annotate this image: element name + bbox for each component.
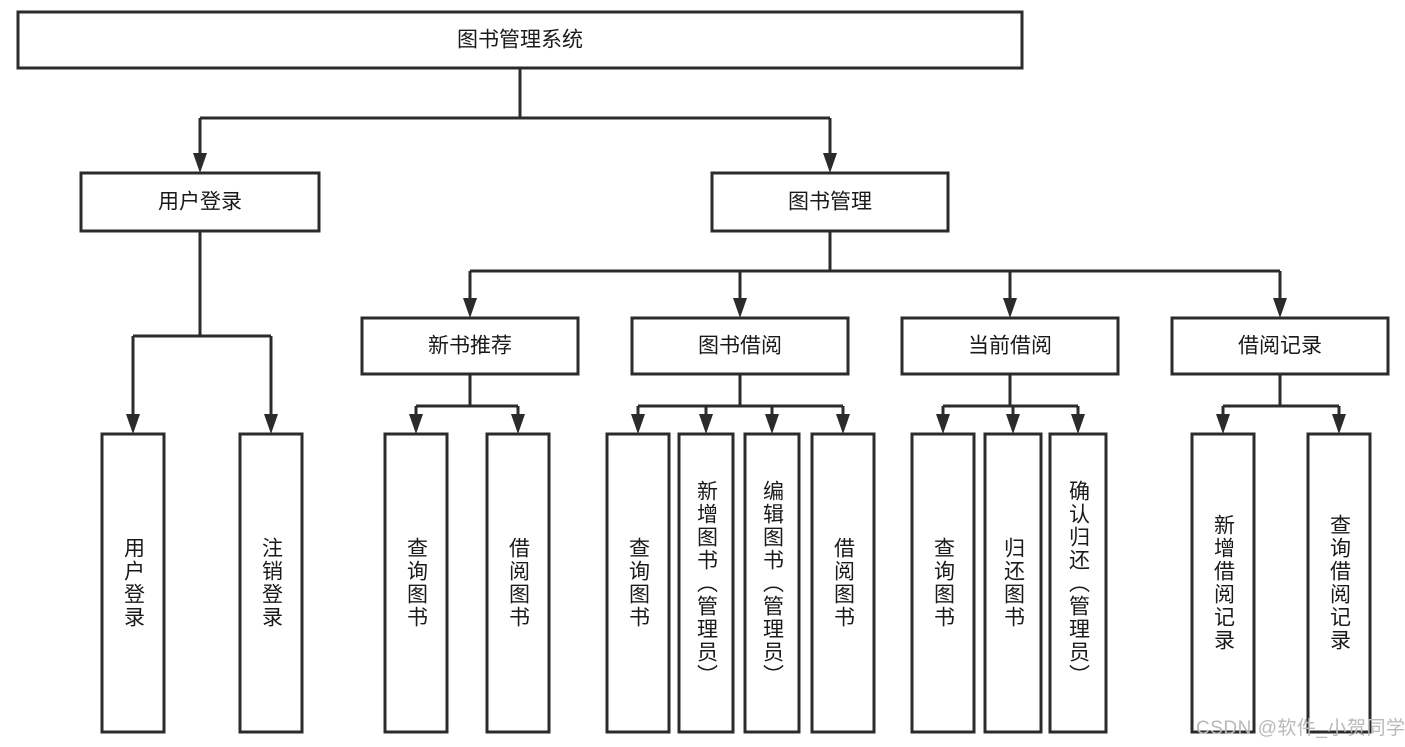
watermark-text: CSDN @软件_小贺同学: [1196, 718, 1405, 739]
node-box-leaf-edit-book: [743, 432, 801, 734]
node-box-leaf-add-book: [677, 432, 735, 734]
node-box-book-manage: [710, 171, 950, 233]
node-label-user-login: 用户登录: [158, 191, 242, 214]
node-label-book-manage: 图书管理: [788, 191, 872, 214]
arrow-head-leaf-user-logout: [264, 414, 278, 434]
node-label-new-book-recommend: 新书推荐: [428, 335, 512, 358]
arrow-head-leaf-edit-book: [765, 414, 779, 434]
arrow-head-book-manage: [823, 153, 837, 173]
node-box-leaf-borrow-book-rec: [485, 432, 551, 734]
node-box-leaf-query-book-rec: [383, 432, 449, 734]
node-box-borrow-record: [1170, 316, 1390, 376]
arrow-head-leaf-add-book: [699, 414, 713, 434]
node-label-root: 图书管理系统: [457, 29, 583, 52]
node-label-book-borrow: 图书借阅: [698, 335, 782, 358]
node-box-leaf-query-book-borrow: [605, 432, 671, 734]
arrow-head-user-login: [193, 153, 207, 173]
arrow-head-borrow-record: [1273, 298, 1287, 318]
arrow-head-new-book-recommend: [463, 298, 477, 318]
node-box-book-borrow: [630, 316, 850, 376]
connector-layer: [126, 68, 1346, 434]
node-box-leaf-user-login: [100, 432, 166, 734]
node-box-user-login: [79, 171, 321, 233]
node-box-leaf-confirm-return: [1048, 432, 1108, 734]
arrow-head-leaf-borrow-book-rec: [511, 414, 525, 434]
node-box-leaf-return-book: [983, 432, 1043, 734]
arrow-head-leaf-query-book-rec: [409, 414, 423, 434]
node-label-borrow-record: 借阅记录: [1238, 335, 1322, 358]
node-box-leaf-borrow-book: [810, 432, 876, 734]
arrow-head-book-borrow: [733, 298, 747, 318]
arrow-head-leaf-query-borrow-record: [1332, 414, 1346, 434]
node-label-current-borrow: 当前借阅: [968, 335, 1052, 358]
node-box-new-book-recommend: [360, 316, 580, 376]
node-box-root: [16, 10, 1024, 70]
node-box-leaf-query-borrow-record: [1306, 432, 1372, 734]
arrow-head-leaf-add-borrow-record: [1216, 414, 1230, 434]
arrow-head-leaf-query-book-current: [936, 414, 950, 434]
arrow-head-leaf-borrow-book: [836, 414, 850, 434]
arrow-head-leaf-user-login: [126, 414, 140, 434]
arrow-head-current-borrow: [1003, 298, 1017, 318]
node-box-current-borrow: [900, 316, 1120, 376]
box-layer: [16, 10, 1390, 734]
node-box-leaf-user-logout: [238, 432, 304, 734]
node-box-leaf-query-book-current: [910, 432, 976, 734]
node-box-leaf-add-borrow-record: [1190, 432, 1256, 734]
arrow-head-leaf-confirm-return: [1071, 414, 1085, 434]
arrow-head-leaf-return-book: [1006, 414, 1020, 434]
arrow-head-leaf-query-book-borrow: [631, 414, 645, 434]
